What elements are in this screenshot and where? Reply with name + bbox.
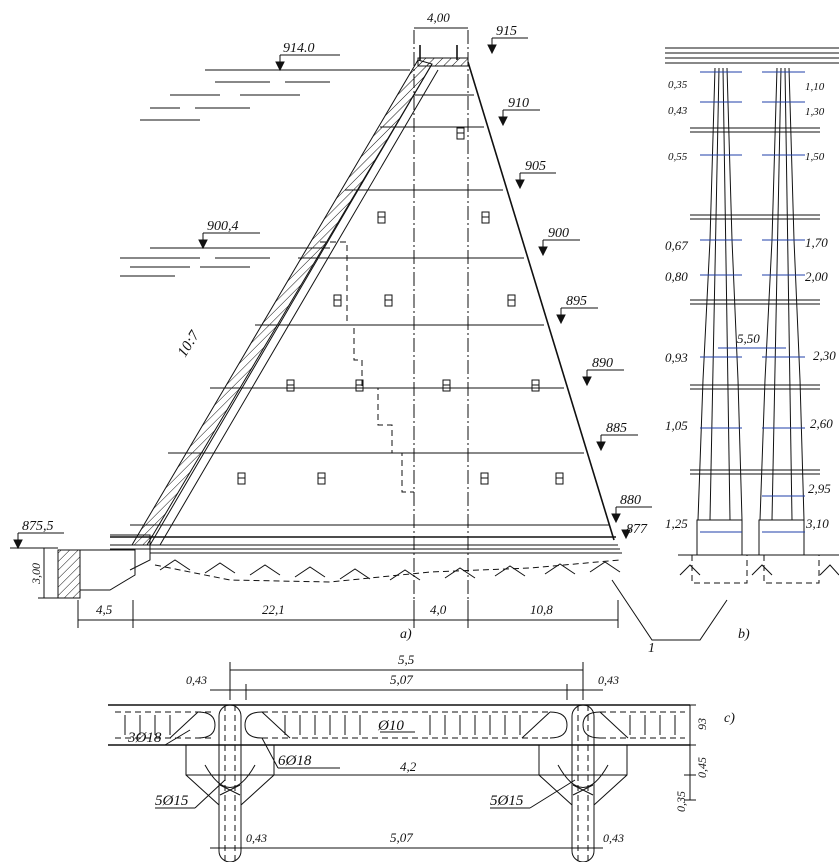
buttress-left-dim-2: 0,43 — [668, 105, 688, 117]
level-875-5: 875,5 — [22, 519, 54, 534]
level-900: 900 — [548, 226, 569, 241]
detail-v-dim-045: 0,45 — [695, 757, 709, 778]
level-914: 914.0 — [283, 41, 315, 56]
height-dim: 3,00 — [29, 563, 43, 585]
buttress-right-dim-2: 1,30 — [805, 106, 825, 118]
level-885: 885 — [606, 421, 627, 436]
buttress-left-dim-3: 0,55 — [668, 151, 688, 163]
gallery-openings — [237, 127, 564, 485]
base-dim-2: 22,1 — [262, 602, 285, 617]
detail-edge-dim-top-left: 0,43 — [186, 673, 207, 687]
top-width-dim: 4,00 — [427, 10, 450, 25]
bar-label-10: Ø10 — [377, 718, 404, 734]
buttress-left-dim-4: 0,67 — [665, 238, 688, 253]
buttress-left-dim-1: 0,35 — [668, 79, 688, 91]
buttress-left-dim-7: 1,05 — [665, 418, 688, 433]
detail-mid-span: 5,07 — [390, 672, 413, 687]
level-915: 915 — [496, 24, 517, 39]
detail-v-dim-93: 93 — [695, 718, 709, 730]
upstream-face-slab — [131, 59, 433, 546]
level-880: 880 — [620, 493, 641, 508]
level-910: 910 — [508, 96, 529, 111]
buttress-left-dim-5: 0,80 — [665, 269, 688, 284]
level-900-4: 900,4 — [207, 219, 239, 234]
slope-label: 10:7 — [175, 327, 204, 360]
bar-label-3-18: 3Ø18 — [127, 730, 162, 746]
bar-label-5-15-left: 5Ø15 — [155, 793, 189, 809]
base-dim-4: 10,8 — [530, 602, 553, 617]
detail-bottom-span: 5,07 — [390, 830, 413, 845]
floor-lines — [130, 94, 610, 526]
buttress-right-dim-4: 1,70 — [805, 235, 828, 250]
buttress-right-dim-3: 1,50 — [805, 151, 825, 163]
upstream-water-lines — [120, 69, 410, 277]
upstream-toe-block — [57, 549, 81, 599]
buttress-right-dim-6: 2,30 — [813, 348, 836, 363]
level-905: 905 — [525, 159, 546, 174]
crest-slab — [417, 57, 469, 67]
buttress-right-dim-8: 2,95 — [808, 481, 831, 496]
base-dim-1: 4,5 — [96, 602, 113, 617]
detail-top-span: 5,5 — [398, 652, 415, 667]
buttress-elevation: 0,35 0,43 0,55 0,67 0,80 0,93 1,05 1,25 … — [665, 47, 839, 642]
detail-edge-dim-top-right: 0,43 — [598, 673, 619, 687]
detail-edge-dim-bottom-right: 0,43 — [603, 831, 624, 845]
buttress-right-dim-1: 1,10 — [805, 81, 825, 93]
detail-v-dim-035: 0,35 — [674, 791, 688, 812]
caption-b: b) — [738, 627, 750, 642]
caption-a: a) — [400, 627, 412, 642]
level-877: 877 — [626, 522, 648, 537]
base-dim-3: 4,0 — [430, 602, 447, 617]
buttress-right-dim-7: 2,60 — [810, 416, 833, 431]
callout-1: 1 — [648, 641, 655, 656]
buttress-left-dim-6: 0,93 — [665, 350, 688, 365]
detail-edge-dim-bottom-left: 0,43 — [246, 831, 267, 845]
bar-label-5-15-right: 5Ø15 — [490, 793, 524, 809]
buttress-right-dim-5: 2,00 — [805, 269, 828, 284]
bar-label-6-18: 6Ø18 — [278, 753, 312, 769]
ground-marks — [154, 559, 621, 583]
detail-inner-span: 4,2 — [400, 759, 417, 774]
buttress-left-dim-8: 1,25 — [665, 516, 688, 531]
buttress-right-dim-9: 3,10 — [805, 516, 829, 531]
buttress-spacing: 5,50 — [737, 331, 760, 346]
dam-cross-section: 914.0 915 910 905 900 900,4 895 890 885 … — [10, 10, 728, 656]
reinforcement-detail: 5,5 5,07 0,43 0,43 — [108, 652, 735, 862]
level-markers — [10, 38, 631, 550]
level-890: 890 — [592, 356, 613, 371]
level-895: 895 — [566, 294, 587, 309]
caption-c: c) — [724, 711, 735, 726]
